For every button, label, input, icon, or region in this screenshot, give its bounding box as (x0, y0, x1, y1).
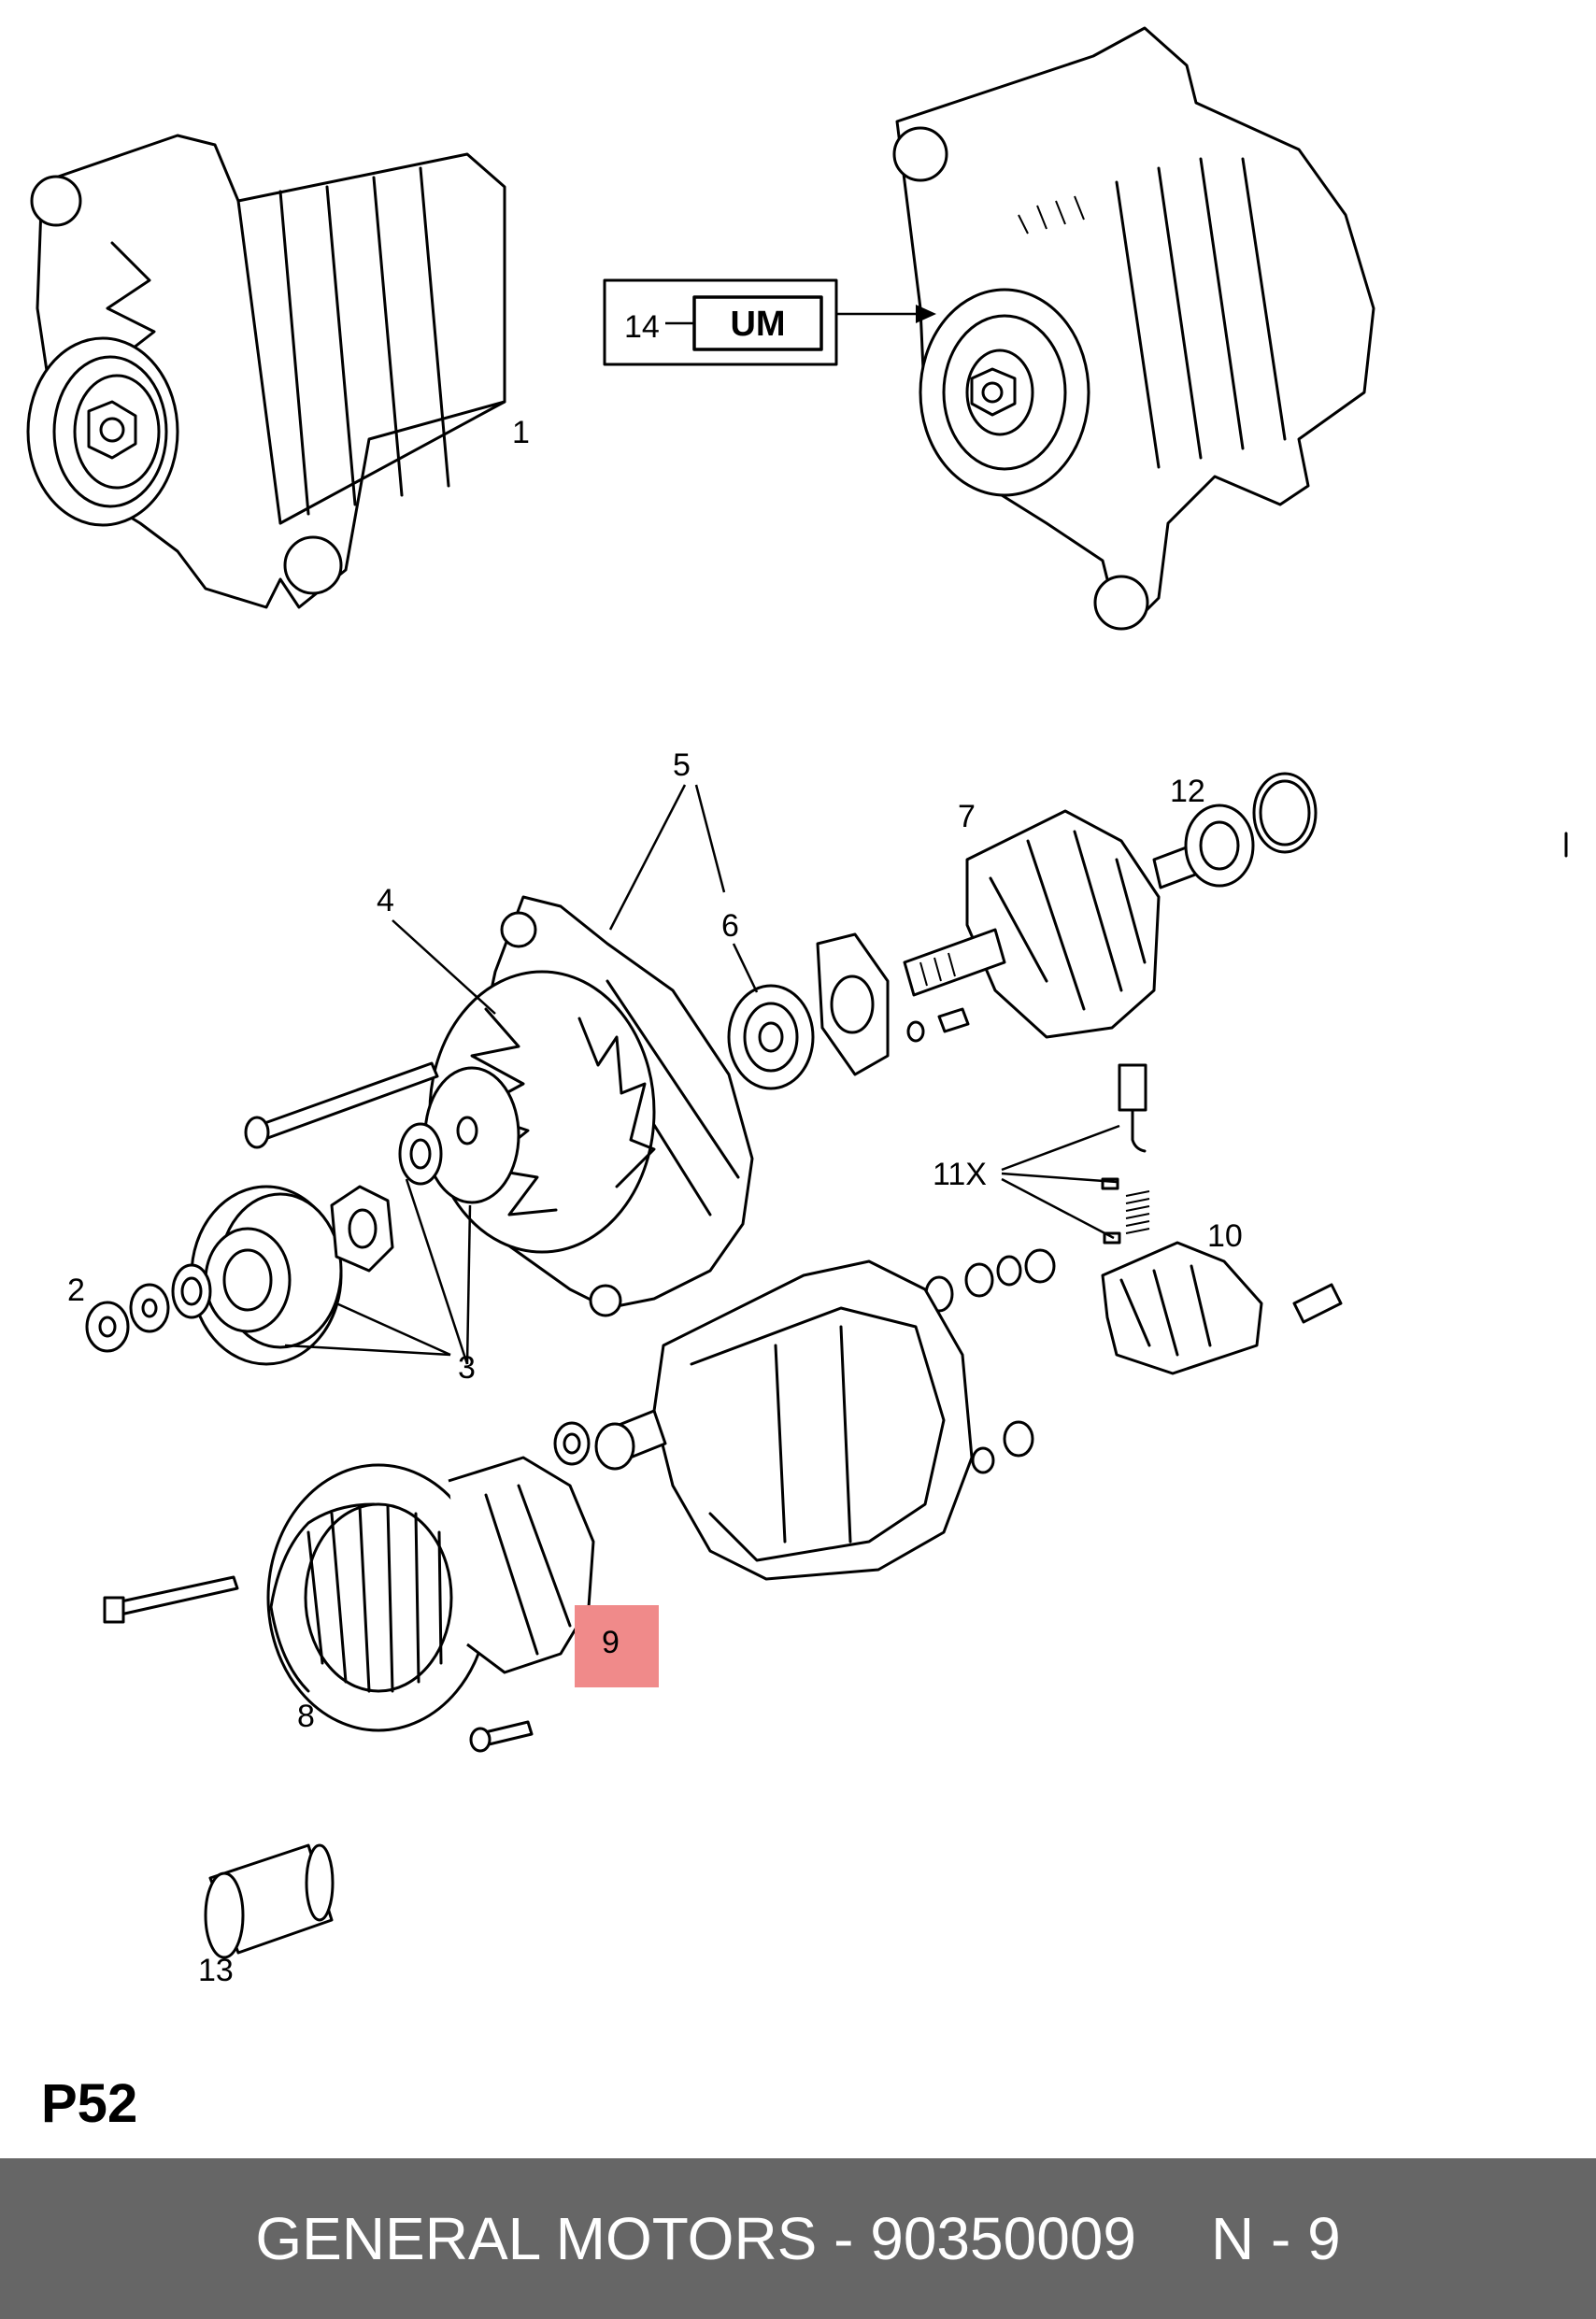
callout-7: 7 (958, 799, 976, 834)
callout-4: 4 (377, 883, 394, 918)
alternator-assembly-1 (26, 134, 506, 609)
callout-8: 8 (297, 1699, 315, 1734)
callout-14: 14 (624, 309, 660, 345)
rectifier-9 (448, 1456, 595, 1674)
o-ring (1252, 772, 1318, 854)
alternator-assembly-um (892, 26, 1375, 631)
page-code: P52 (41, 2073, 138, 2134)
spacer-disc (423, 1066, 520, 1204)
callout-9-highlight (575, 1605, 659, 1687)
pulley-3 (190, 1185, 343, 1366)
leader-lines (284, 784, 1120, 1365)
bearing-spacer (553, 1409, 667, 1471)
regulator-10 (1101, 1241, 1343, 1375)
pulley-washer (398, 1122, 443, 1186)
stator-bolt (103, 1575, 239, 1624)
callout-13: 13 (198, 1953, 234, 1988)
footer-ref: N - 9 (1210, 2205, 1341, 2272)
slip-ring-end-frame (652, 1259, 974, 1581)
footer-bar: GENERAL MOTORS - 90350009 N - 9 (0, 2158, 1596, 2319)
sleeve-13 (204, 1843, 335, 1959)
through-bolt (244, 1061, 439, 1149)
bearing-retainer-plate (816, 932, 970, 1076)
callout-6: 6 (721, 908, 739, 944)
rotor-7 (903, 809, 1200, 1039)
footer-title: GENERAL MOTORS - 90350009 (255, 2205, 1136, 2272)
stator-8 (266, 1463, 491, 1732)
um-label: UM (730, 305, 785, 344)
shaft-nut-2 (85, 1263, 212, 1353)
exploded-parts-diagram: UM (26, 26, 1568, 1988)
rectifier-screw (469, 1720, 534, 1753)
rear-bearing-12 (1184, 804, 1255, 888)
callout-2: 2 (67, 1273, 85, 1308)
callout-10: 10 (1207, 1218, 1243, 1254)
um-reference-box: UM (603, 278, 936, 366)
callout-9: 9 (602, 1625, 620, 1660)
terminal-washers (924, 1248, 1056, 1474)
callout-5: 5 (673, 747, 691, 783)
callout-3: 3 (458, 1350, 476, 1386)
brushes-11x (1101, 1063, 1150, 1245)
callout-12: 12 (1170, 774, 1205, 809)
callout-1: 1 (512, 415, 530, 450)
bearing-6 (727, 984, 815, 1090)
pulley-nut (330, 1185, 394, 1273)
callout-11x: 11X (933, 1157, 987, 1192)
